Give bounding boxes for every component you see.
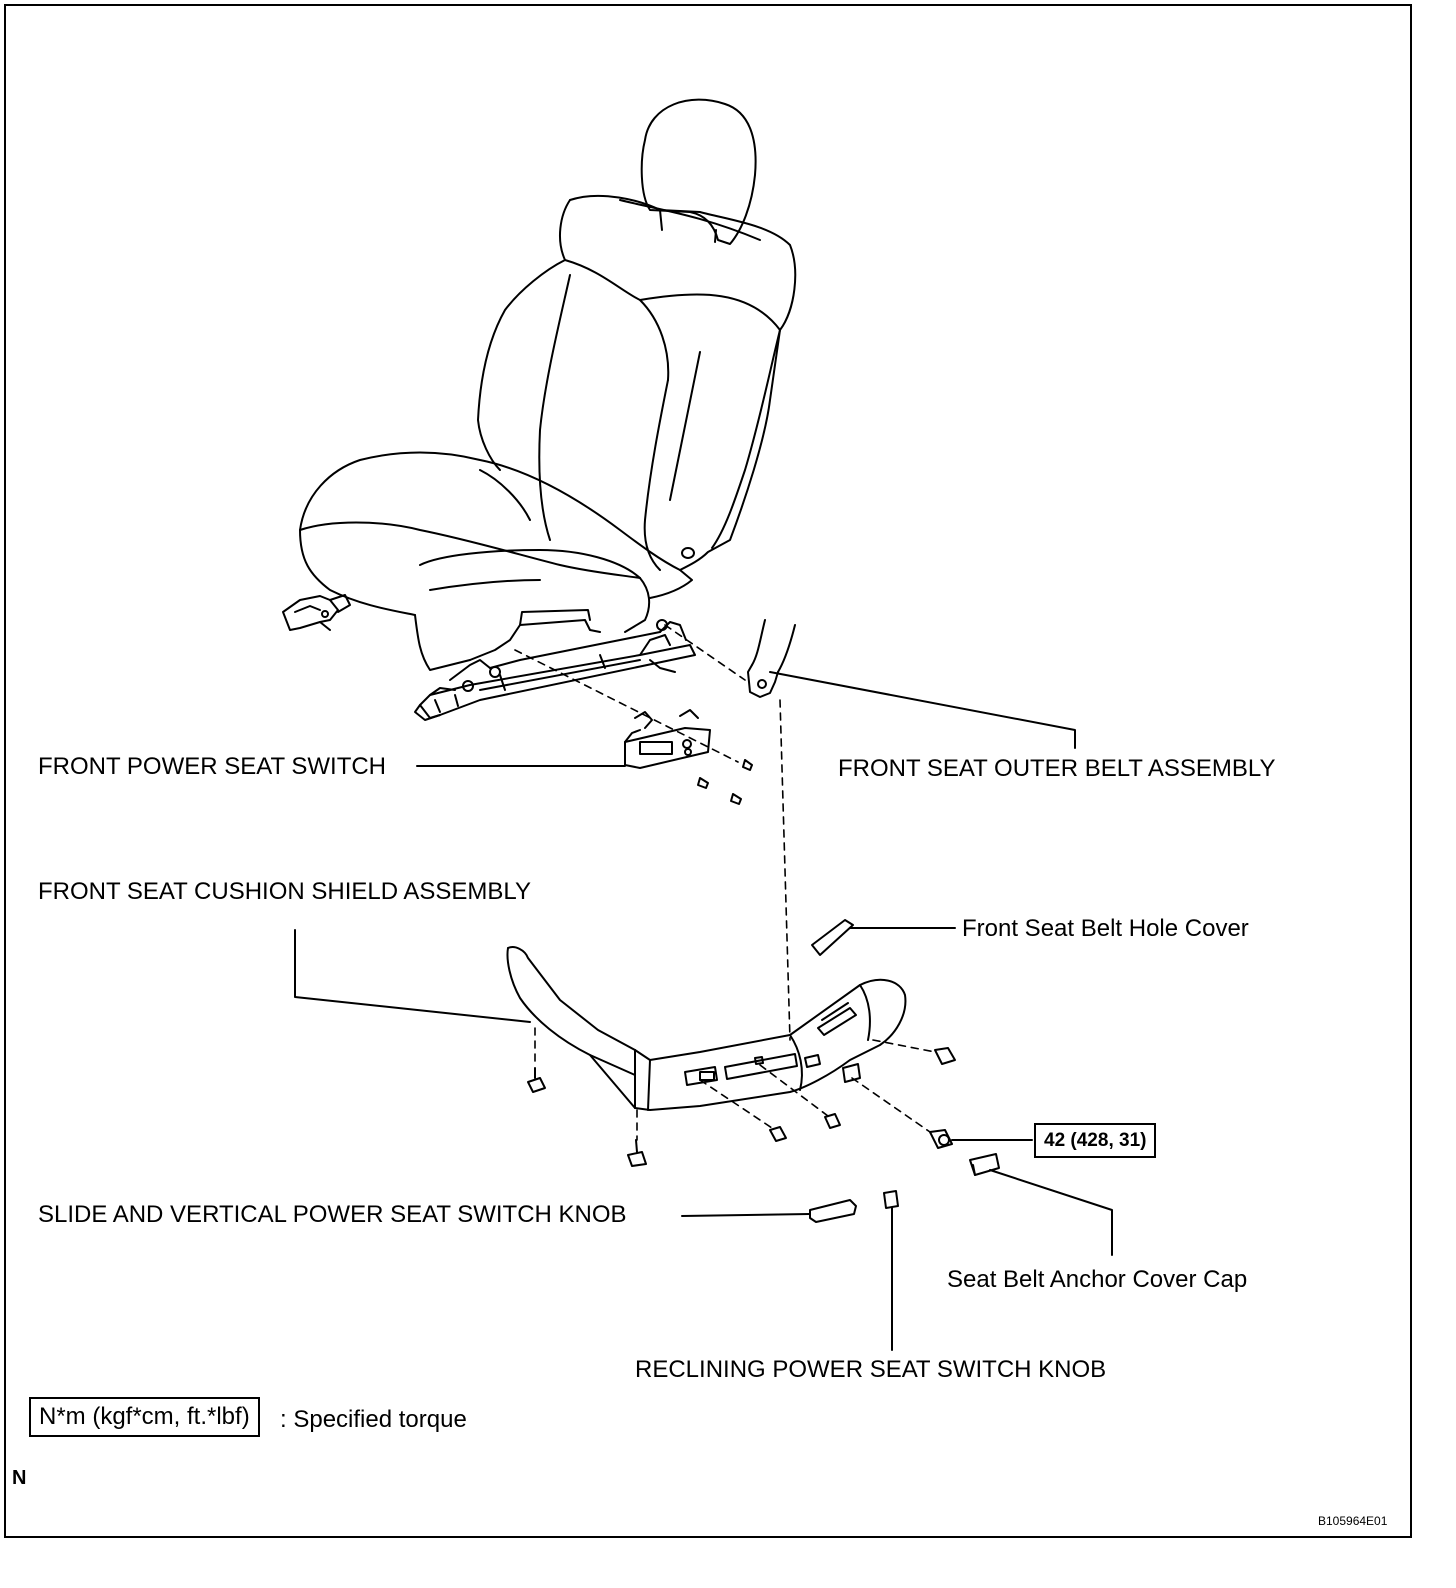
reclining-knob-part: [884, 1191, 898, 1208]
belt-hole-cover-part: [812, 920, 853, 955]
corner-mark: N: [12, 1467, 27, 1489]
slide-vertical-knob-part: [810, 1200, 856, 1222]
label-slide-vertical-knob: SLIDE AND VERTICAL POWER SEAT SWITCH KNO…: [38, 1201, 627, 1228]
figure-id: B105964E01: [1318, 1514, 1388, 1528]
label-front-seat-outer-belt-assembly: FRONT SEAT OUTER BELT ASSEMBLY: [838, 755, 1276, 782]
outer-belt-anchor: [748, 620, 795, 697]
label-front-seat-cushion-shield-assembly: FRONT SEAT CUSHION SHIELD ASSEMBLY: [38, 878, 532, 905]
cushion-shield-part: [508, 947, 906, 1110]
legend-torque-text: : Specified torque: [280, 1406, 467, 1433]
headrest: [642, 100, 756, 244]
seat-rail: [420, 645, 695, 718]
assembly-lines: [515, 625, 935, 1140]
label-front-power-seat-switch: FRONT POWER SEAT SWITCH: [38, 753, 387, 780]
legend-torque-units: N*m (kgf*cm, ft.*lbf): [29, 1397, 260, 1437]
torque-value-box: 42 (428, 31): [1034, 1123, 1157, 1158]
label-reclining-knob: RECLINING POWER SEAT SWITCH KNOB: [635, 1356, 1107, 1383]
rear-rail-bracket: [283, 596, 338, 630]
seat-backrest: [570, 196, 795, 570]
switch-screws: [685, 749, 752, 804]
front-seat-illustration: [283, 100, 795, 720]
shield-screws: [528, 1048, 955, 1166]
seat-cushion: [300, 453, 692, 599]
label-seat-belt-anchor-cover-cap: Seat Belt Anchor Cover Cap: [947, 1266, 1248, 1293]
leader-lines: [295, 672, 1112, 1350]
diagram-frame: [4, 4, 1412, 1538]
power-seat-switch-part: [625, 710, 710, 768]
label-front-seat-belt-hole-cover: Front Seat Belt Hole Cover: [962, 915, 1249, 942]
